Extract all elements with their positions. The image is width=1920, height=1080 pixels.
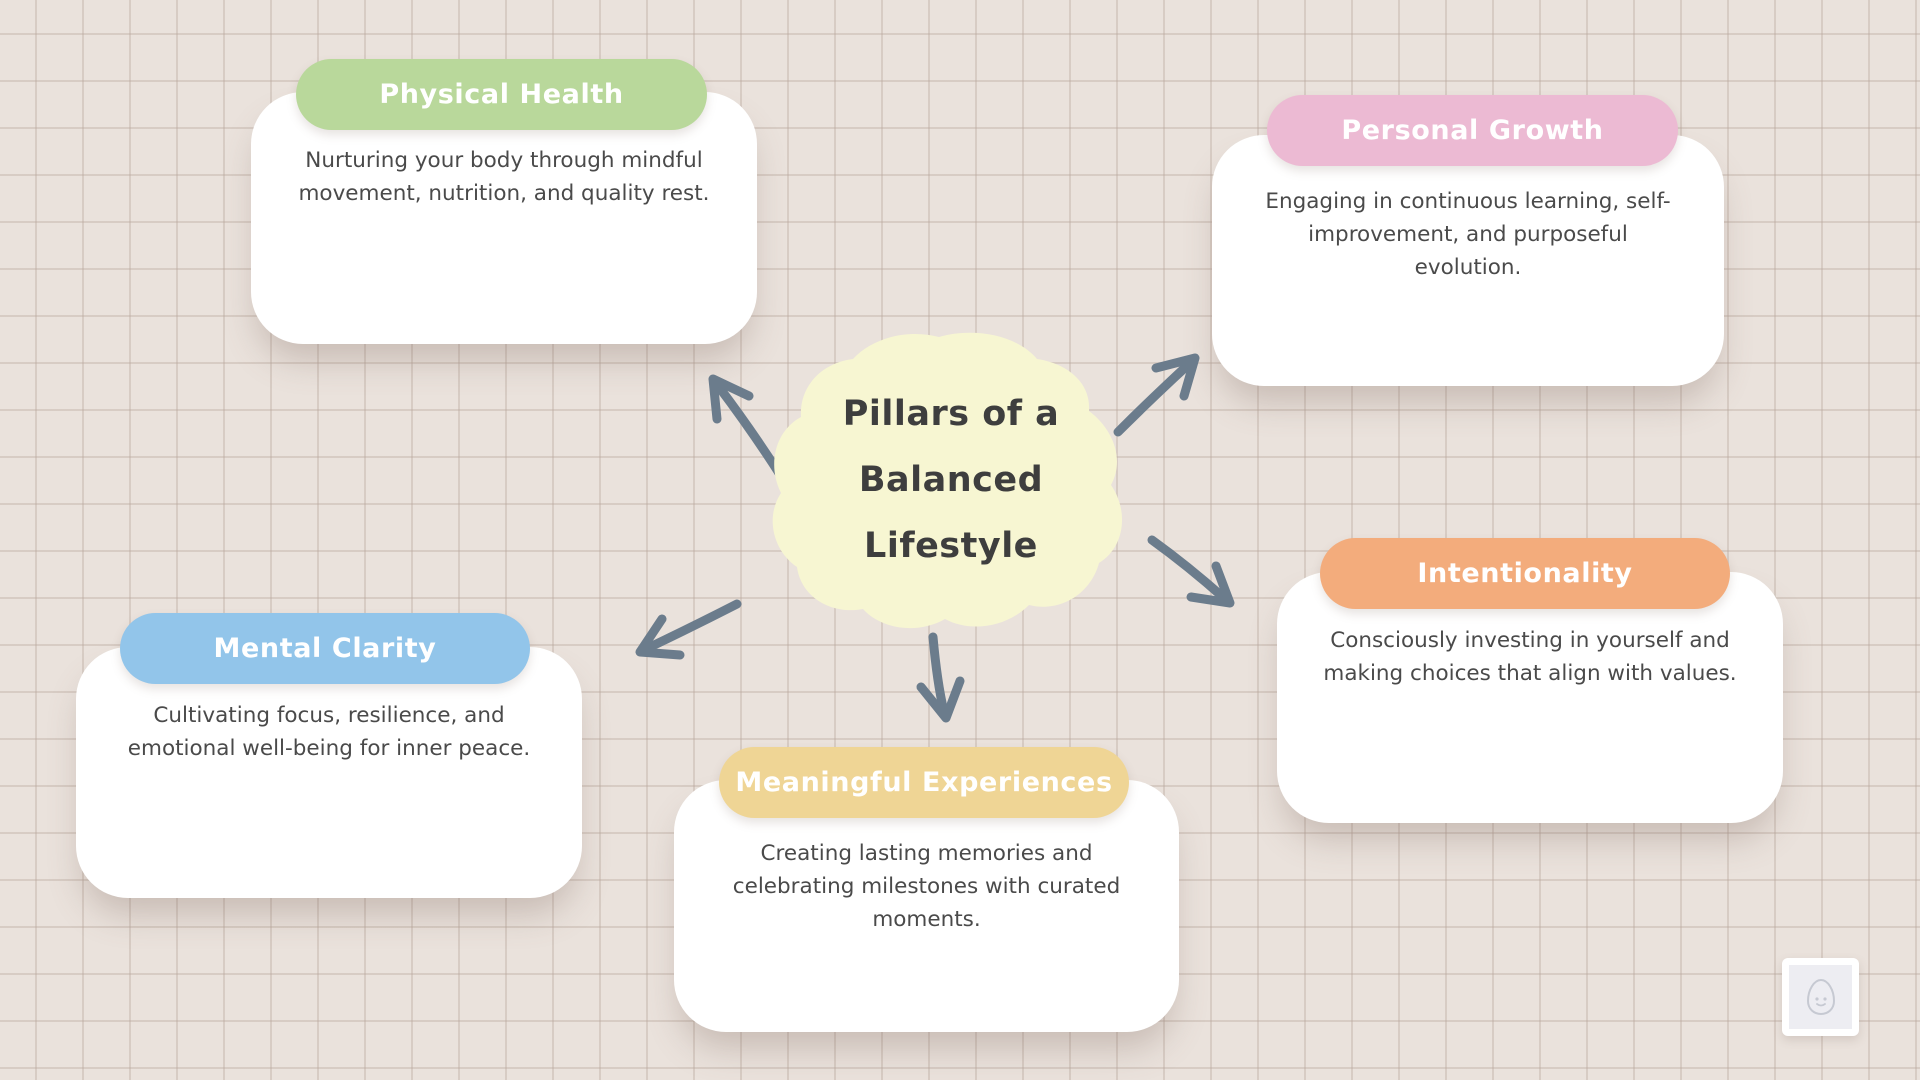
center-node-pillars[interactable]: Pillars of a Balanced Lifestyle: [769, 325, 1133, 635]
node-title: Personal Growth: [1341, 115, 1604, 146]
node-title: Meaningful Experiences: [735, 767, 1113, 798]
node-card-meaningful-experiences[interactable]: Creating lasting memories and celebratin…: [674, 780, 1179, 1032]
blob-shape: [772, 332, 1123, 629]
node-header-intentionality: Intentionality: [1320, 538, 1730, 609]
node-card-personal-growth[interactable]: Engaging in continuous learning, self-im…: [1212, 135, 1724, 386]
node-card-intentionality[interactable]: Consciously investing in yourself and ma…: [1277, 572, 1783, 823]
arrow-to-mental-clarity: [635, 599, 742, 660]
node-title: Mental Clarity: [213, 633, 437, 664]
watermark-badge[interactable]: [1782, 958, 1859, 1036]
node-header-physical-health: Physical Health: [296, 59, 707, 130]
egg-face-icon: [1789, 965, 1852, 1029]
node-header-meaningful-experiences: Meaningful Experiences: [719, 747, 1129, 818]
node-title: Physical Health: [379, 79, 624, 110]
node-body-text: Cultivating focus, resilience, and emoti…: [127, 703, 531, 761]
node-card-physical-health[interactable]: Nurturing your body through mindful move…: [251, 92, 757, 344]
arrow-to-intentionality: [1147, 535, 1235, 608]
arrow-to-meaningful-experiences: [916, 632, 965, 723]
node-body-text: Nurturing your body through mindful move…: [298, 148, 710, 206]
center-node-title: Pillars of a Balanced Lifestyle: [842, 394, 1060, 566]
node-card-mental-clarity[interactable]: Cultivating focus, resilience, and emoti…: [76, 647, 582, 898]
node-header-personal-growth: Personal Growth: [1267, 95, 1678, 166]
node-body-text: Creating lasting memories and celebratin…: [732, 841, 1121, 932]
node-title: Intentionality: [1417, 558, 1633, 589]
node-body-text: Engaging in continuous learning, self-im…: [1265, 189, 1671, 280]
node-header-mental-clarity: Mental Clarity: [120, 613, 530, 684]
node-body-text: Consciously investing in yourself and ma…: [1323, 628, 1737, 686]
